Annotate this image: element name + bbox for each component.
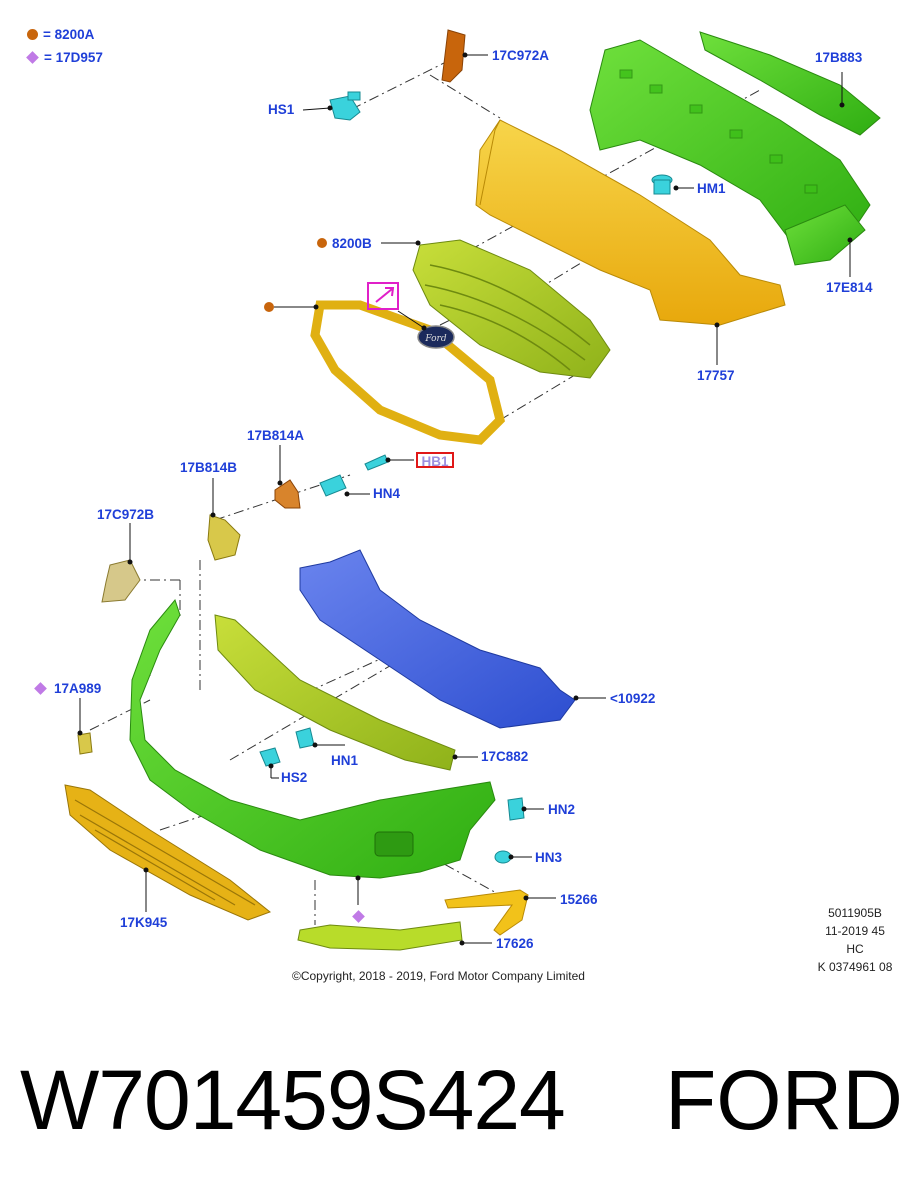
part-17757 [475, 119, 786, 326]
part-17626 [297, 921, 463, 951]
label-8200b: 8200B [332, 236, 372, 251]
orange-dot-icon [317, 238, 327, 248]
callout-box [367, 282, 399, 310]
label-hn1: HN1 [331, 753, 359, 768]
orange-dot-icon [264, 302, 274, 312]
label-hb1: HB1 [416, 452, 454, 469]
part-17b883 [699, 31, 881, 136]
part-17b814b [207, 514, 241, 561]
reference-line-1: 5011905B [828, 906, 882, 920]
label-hm1: HM1 [697, 181, 726, 196]
label-hs1: HS1 [268, 102, 295, 117]
label-17k945: 17K945 [120, 915, 168, 930]
fastener-hb1 [364, 454, 389, 471]
label-17b814b: 17B814B [180, 460, 238, 475]
legend-17d957-label: = 17D957 [44, 50, 103, 65]
part-bumper-cover [129, 598, 496, 879]
label-17b883: 17B883 [815, 50, 863, 65]
label-17c972a-top: 17C972A [492, 48, 550, 63]
label-hn4: HN4 [373, 486, 401, 501]
part-17a989 [77, 732, 93, 755]
leader-lines [79, 54, 851, 944]
fastener-hs1 [329, 91, 361, 121]
label-hn3: HN3 [535, 850, 563, 865]
part-number-caption: W701459S424 [20, 1053, 566, 1147]
reference-line-2: 11-2019 45 [825, 924, 885, 938]
legend-8200a: = 8200A [27, 27, 94, 43]
label-hs2: HS2 [281, 770, 308, 785]
exploded-bumper-diagram: Ford [34, 29, 881, 951]
label-15266: 15266 [560, 892, 598, 907]
part-17c972a-top [441, 29, 466, 83]
part-10922-beam [299, 549, 576, 729]
fastener-hm1 [651, 174, 673, 195]
label-17c882: 17C882 [481, 749, 529, 764]
fastener-hn1 [295, 727, 315, 749]
reference-line-4: K 0374961 08 [817, 960, 893, 974]
reference-line-3: HC [846, 942, 864, 956]
ford-emblem [417, 325, 455, 349]
legend-17d957: = 17D957 [26, 50, 103, 66]
legend-8200a-label: = 8200A [43, 27, 95, 42]
emblem-text: Ford [424, 334, 446, 344]
part-17k945 [64, 784, 272, 921]
fastener-hs2 [259, 747, 281, 767]
label-10922: <10922 [610, 691, 656, 706]
lilac-diamond-icon [352, 910, 365, 923]
label-17626: 17626 [496, 936, 534, 951]
part-17b814a [274, 479, 301, 509]
lilac-diamond-icon [34, 682, 47, 695]
part-15266 [444, 889, 529, 936]
fastener-hn4 [319, 474, 347, 497]
copyright-text: ©Copyright, 2018 - 2019, Ford Motor Comp… [292, 969, 585, 983]
brand-caption: FORD [665, 1053, 903, 1147]
part-17c972b [101, 559, 141, 603]
part-grille-frame [310, 300, 505, 445]
label-17a989: 17A989 [54, 681, 102, 696]
label-17c972b: 17C972B [97, 507, 155, 522]
part-17e814 [784, 204, 866, 266]
label-17757: 17757 [697, 368, 735, 383]
label-17b814a: 17B814A [247, 428, 305, 443]
arrow-icon [375, 287, 395, 303]
orange-dot-icon [27, 29, 38, 40]
label-17e814: 17E814 [826, 280, 873, 295]
fastener-hn2 [507, 797, 525, 821]
label-hn2: HN2 [548, 802, 576, 817]
part-17c882 [214, 614, 456, 771]
